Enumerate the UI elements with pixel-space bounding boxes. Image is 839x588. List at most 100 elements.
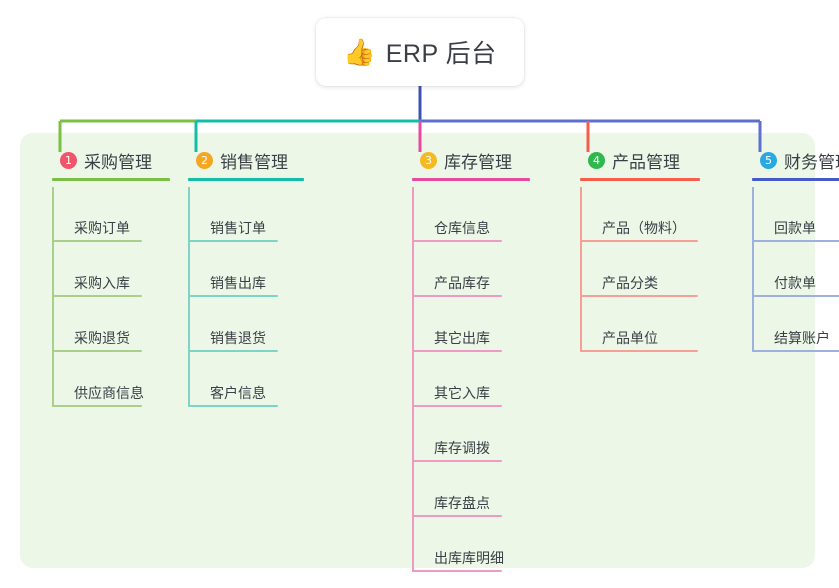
leaf-item[interactable]: 采购退货 [52,297,152,352]
column-header-rule-2 [188,178,304,181]
leaf-rule [412,240,502,242]
leaf-label: 仓库信息 [434,220,490,236]
column-badge-5: 5 [760,151,777,169]
leaf-rule [412,515,502,517]
leaf-spine-1 [52,187,54,407]
column-header-3[interactable]: 3 库存管理 [400,141,530,181]
leaf-list-5: 回款单付款单结算账户 [740,187,839,352]
leaf-label: 库存盘点 [434,495,490,511]
column-title-5: 财务管理 [784,152,839,172]
leaf-label: 销售出库 [210,275,266,291]
column-header-rule-3 [412,178,530,181]
leaf-item[interactable]: 出库库明细 [412,517,512,572]
leaf-item[interactable]: 产品（物料） [580,187,698,242]
leaf-item[interactable]: 产品单位 [580,297,698,352]
column-header-1[interactable]: 1 采购管理 [40,141,170,181]
leaf-rule [52,295,142,297]
leaf-spine-4 [580,187,582,352]
leaf-label: 结算账户 [774,330,830,346]
column-4: 4 产品管理产品（物料） 产品分类产品单位 [568,141,700,352]
leaf-item[interactable]: 库存盘点 [412,462,512,517]
leaf-label: 产品单位 [602,330,658,346]
leaf-item[interactable]: 销售订单 [188,187,288,242]
leaf-label: 采购入库 [74,275,130,291]
leaf-label: 产品库存 [434,275,490,291]
column-header-2[interactable]: 2 销售管理 [176,141,304,181]
column-header-rule-1 [52,178,170,181]
leaf-rule [412,570,502,572]
column-title-4: 产品管理 [612,152,680,172]
leaf-item[interactable]: 其它入库 [412,352,512,407]
leaf-rule [412,295,502,297]
leaf-label: 库存调拨 [434,440,490,456]
leaf-rule [580,350,698,352]
leaf-item[interactable]: 结算账户 [752,297,839,352]
leaf-list-2: 销售订单销售出库销售退货客户信息 [176,187,288,407]
leaf-list-1: 采购订单采购入库采购退货供应商信息 [40,187,152,407]
leaf-item[interactable]: 销售出库 [188,242,288,297]
leaf-rule [188,350,278,352]
leaf-label: 销售订单 [210,220,266,236]
leaf-item[interactable]: 付款单 [752,242,839,297]
leaf-item[interactable]: 产品分类 [580,242,698,297]
root-title: ERP 后台 [385,40,497,68]
leaf-rule [752,295,839,297]
leaf-label: 采购退货 [74,330,130,346]
leaf-list-3: 仓库信息产品库存其它出库其它入库库存调拨库存盘点出库库明细 [400,187,512,572]
column-3: 3 库存管理仓库信息产品库存其它出库其它入库库存调拨库存盘点出库库明细 [400,141,530,572]
column-header-5[interactable]: 5 财务管理 [740,141,839,181]
column-header-rule-4 [580,178,700,181]
leaf-rule [580,295,698,297]
leaf-label: 供应商信息 [74,385,144,401]
leaf-rule [412,460,502,462]
leaf-rule [188,240,278,242]
leaf-label: 出库库明细 [434,550,504,566]
leaf-spine-3 [412,187,414,572]
leaf-rule [412,350,502,352]
leaf-spine-5 [752,187,754,352]
column-title-1: 采购管理 [84,152,152,172]
leaf-label: 客户信息 [210,385,266,401]
leaf-item[interactable]: 采购订单 [52,187,152,242]
root-node[interactable]: 👍 ERP 后台 [316,18,524,86]
column-badge-1: 1 [60,151,77,169]
leaf-rule [188,405,278,407]
leaf-rule [52,405,142,407]
column-title-3: 库存管理 [444,152,512,172]
leaf-item[interactable]: 供应商信息 [52,352,152,407]
leaf-rule [412,405,502,407]
leaf-item[interactable]: 仓库信息 [412,187,512,242]
column-header-4[interactable]: 4 产品管理 [568,141,700,181]
leaf-rule [580,240,698,242]
column-2: 2 销售管理销售订单销售出库销售退货客户信息 [176,141,304,407]
leaf-label: 付款单 [774,275,816,291]
leaf-rule [752,350,839,352]
column-1: 1 采购管理采购订单采购入库采购退货供应商信息 [40,141,170,407]
leaf-rule [52,350,142,352]
leaf-label: 销售退货 [210,330,266,346]
leaf-item[interactable]: 销售退货 [188,297,288,352]
column-title-2: 销售管理 [220,152,288,172]
leaf-rule [52,240,142,242]
leaf-spine-2 [188,187,190,407]
column-badge-3: 3 [420,151,437,169]
leaf-item[interactable]: 客户信息 [188,352,288,407]
leaf-label: 采购订单 [74,220,130,236]
leaf-rule [752,240,839,242]
leaf-rule [188,295,278,297]
leaf-label: 其它入库 [434,385,490,401]
leaf-list-4: 产品（物料） 产品分类产品单位 [568,187,698,352]
column-header-rule-5 [752,178,839,181]
leaf-label: 其它出库 [434,330,490,346]
column-badge-2: 2 [196,151,213,169]
leaf-item[interactable]: 回款单 [752,187,839,242]
leaf-label: 产品（物料） [602,220,686,236]
leaf-item[interactable]: 库存调拨 [412,407,512,462]
leaf-item[interactable]: 其它出库 [412,297,512,352]
column-badge-4: 4 [588,151,605,169]
leaf-label: 产品分类 [602,275,658,291]
column-5: 5 财务管理回款单付款单结算账户 [740,141,839,352]
leaf-item[interactable]: 产品库存 [412,242,512,297]
leaf-item[interactable]: 采购入库 [52,242,152,297]
